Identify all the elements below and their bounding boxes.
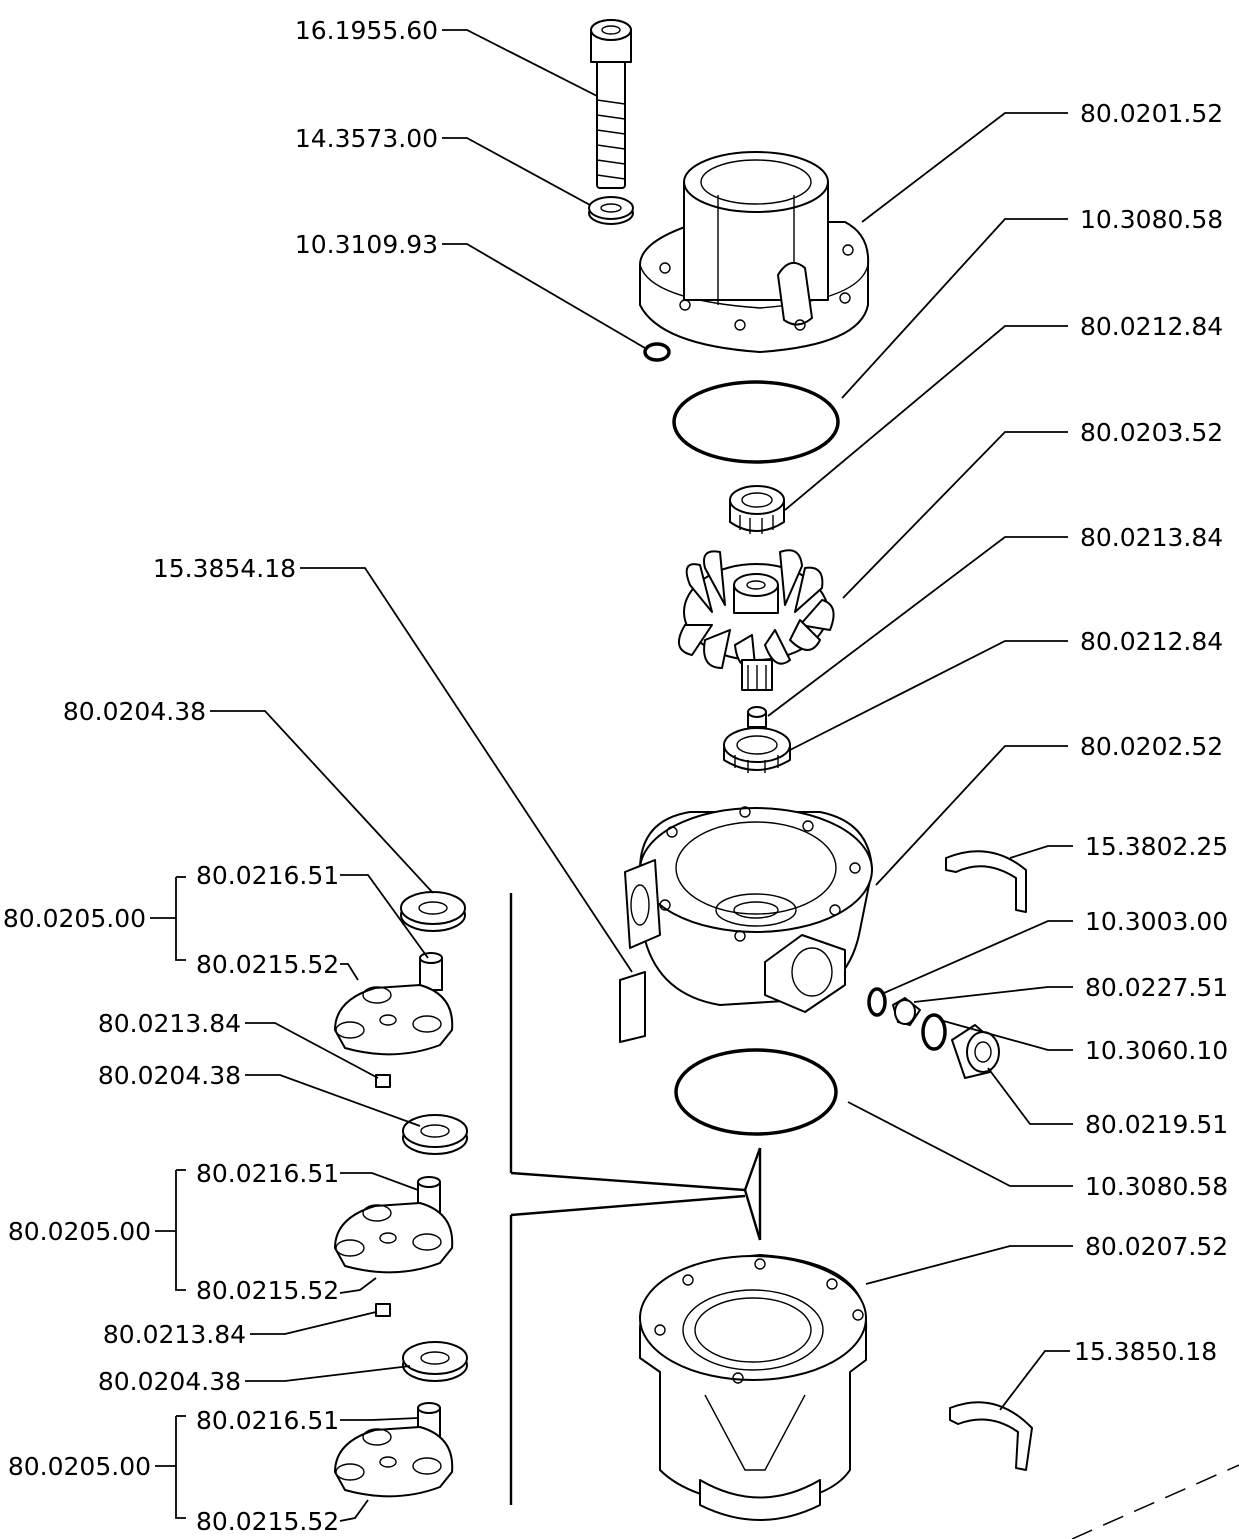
- pinion-upper: [747, 706, 767, 728]
- part-number-label: 10.3109.93: [295, 230, 438, 259]
- part-number-label: 80.0201.52: [1080, 99, 1223, 128]
- cap-screw: [590, 19, 632, 189]
- part-number-label: 80.0213.84: [103, 1320, 246, 1349]
- part-number-label: 15.3802.25: [1085, 832, 1228, 861]
- large-o-ring-lower: [674, 1048, 838, 1136]
- part-number-label: 80.0215.52: [196, 950, 339, 979]
- part-number-label: 80.0216.51: [196, 1406, 339, 1435]
- part-number-label: 80.0205.00: [8, 1452, 151, 1481]
- part-number-label: 80.0213.84: [98, 1009, 241, 1038]
- bearing-upper: [729, 485, 785, 534]
- leader-lines: [150, 29, 1073, 1522]
- part-number-label: 80.0227.51: [1085, 973, 1228, 1002]
- main-housing: [624, 806, 873, 1013]
- part-number-label: 80.0207.52: [1085, 1232, 1228, 1261]
- part-number-label: 80.0213.84: [1080, 523, 1223, 552]
- part-number-label: 80.0204.38: [98, 1367, 241, 1396]
- part-number-label: 80.0216.51: [196, 1159, 339, 1188]
- assembly-bracket: [509, 893, 762, 1505]
- part-number-label: 10.3080.58: [1085, 1172, 1228, 1201]
- center-axis-line: [1071, 1464, 1239, 1539]
- part-number-label: 80.0205.00: [8, 1217, 151, 1246]
- part-number-label: 80.0219.51: [1085, 1110, 1228, 1139]
- part-number-label: 80.0203.52: [1080, 418, 1223, 447]
- part-number-label: 80.0216.51: [196, 861, 339, 890]
- part-number-label: 80.0212.84: [1080, 627, 1223, 656]
- part-number-label: 80.0215.52: [196, 1507, 339, 1536]
- impeller: [677, 549, 835, 691]
- part-number-label: 80.0212.84: [1080, 312, 1223, 341]
- part-number-label: 16.1955.60: [295, 16, 438, 45]
- part-number-label: 80.0204.38: [63, 697, 206, 726]
- planet-gear-stage-3: [334, 1341, 468, 1498]
- side-o-ring: [867, 987, 887, 1017]
- shim-tag: [619, 971, 646, 1043]
- part-number-label: 15.3850.18: [1074, 1337, 1217, 1366]
- side-o-ring-2: [921, 1013, 947, 1051]
- part-number-label: 80.0215.52: [196, 1276, 339, 1305]
- bearing-lower: [723, 727, 791, 773]
- part-number-label: 15.3854.18: [153, 554, 296, 583]
- top-cover: [639, 151, 870, 353]
- washer: [588, 196, 634, 225]
- planet-gear-stage-2: [334, 1114, 468, 1317]
- part-number-label: 80.0204.38: [98, 1061, 241, 1090]
- part-number-label: 10.3080.58: [1080, 205, 1223, 234]
- planet-gear-stage-1: [334, 891, 466, 1088]
- small-o-ring: [643, 342, 671, 362]
- part-number-label: 14.3573.00: [295, 124, 438, 153]
- part-number-labels: 16.1955.60 14.3573.00 10.3109.93 80.0201…: [3, 16, 1228, 1536]
- part-number-label: 80.0205.00: [3, 904, 146, 933]
- side-plug: [892, 997, 921, 1026]
- part-number-label: 80.0202.52: [1080, 732, 1223, 761]
- bracket-clip-upper: [945, 850, 1027, 913]
- part-number-label: 10.3003.00: [1085, 907, 1228, 936]
- bottom-housing: [639, 1254, 868, 1521]
- side-fitting: [951, 1024, 1000, 1079]
- large-o-ring: [672, 380, 840, 464]
- bracket-clip-lower: [949, 1401, 1033, 1471]
- part-number-label: 10.3060.10: [1085, 1036, 1228, 1065]
